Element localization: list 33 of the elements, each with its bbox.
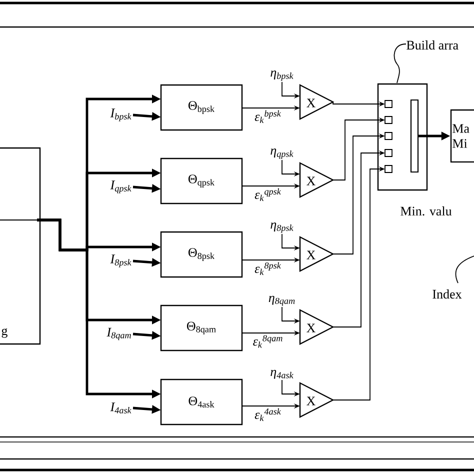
edge-label: ε$_{k}$4ask (254, 408, 282, 422)
weight-label: η$_{qpsk}$ (270, 148, 294, 159)
leader-line (394, 44, 406, 84)
input-label: I$_{qpsk}$ (110, 180, 132, 194)
multiplier-triangle: X (299, 162, 334, 198)
edge-label: ε$_{k}$qpsk (254, 188, 282, 202)
process-box: Θ$_{4ask}$ (160, 378, 243, 426)
annotation-text: Min. valu (400, 206, 452, 216)
array-box (377, 83, 428, 191)
multiplier-triangle: X (299, 84, 334, 120)
annotation-text: Build arra (406, 40, 458, 50)
input-label: I$_{4ask}$ (110, 402, 132, 414)
process-box: Θ$_{8psk}$ (160, 231, 243, 278)
weight-label: η$_{bpsk}$ (270, 70, 294, 81)
input-label: I$_{8qam}$ (106, 328, 131, 340)
process-box: Θ$_{qpsk}$ (160, 158, 243, 204)
weight-label: η$_{4ask}$ (270, 370, 294, 379)
leader-line (455, 256, 474, 284)
process-box: Ma Mi (450, 109, 474, 163)
process-box: Θ$_{8qam}$ (160, 304, 243, 352)
annotation-text: Index (432, 289, 462, 299)
multiplier-triangle: X (299, 236, 334, 272)
weight-label: η$_{8psk}$ (270, 222, 294, 233)
edge-label: ε$_{k}$8qam (253, 335, 282, 348)
block-box: g (0, 147, 41, 345)
edge-label: ε$_{k}$bpsk (254, 110, 282, 124)
multiplier-triangle: X (299, 382, 334, 418)
edge-label: ε$_{k}$8psk (254, 262, 282, 276)
weight-label: η$_{8qam}$ (268, 296, 295, 306)
input-label: I$_{8psk}$ (110, 254, 132, 268)
multiplier-triangle: X (299, 309, 334, 345)
input-label: I$_{bpsk}$ (110, 108, 132, 122)
process-box: Θ$_{bpsk}$ (160, 84, 243, 131)
